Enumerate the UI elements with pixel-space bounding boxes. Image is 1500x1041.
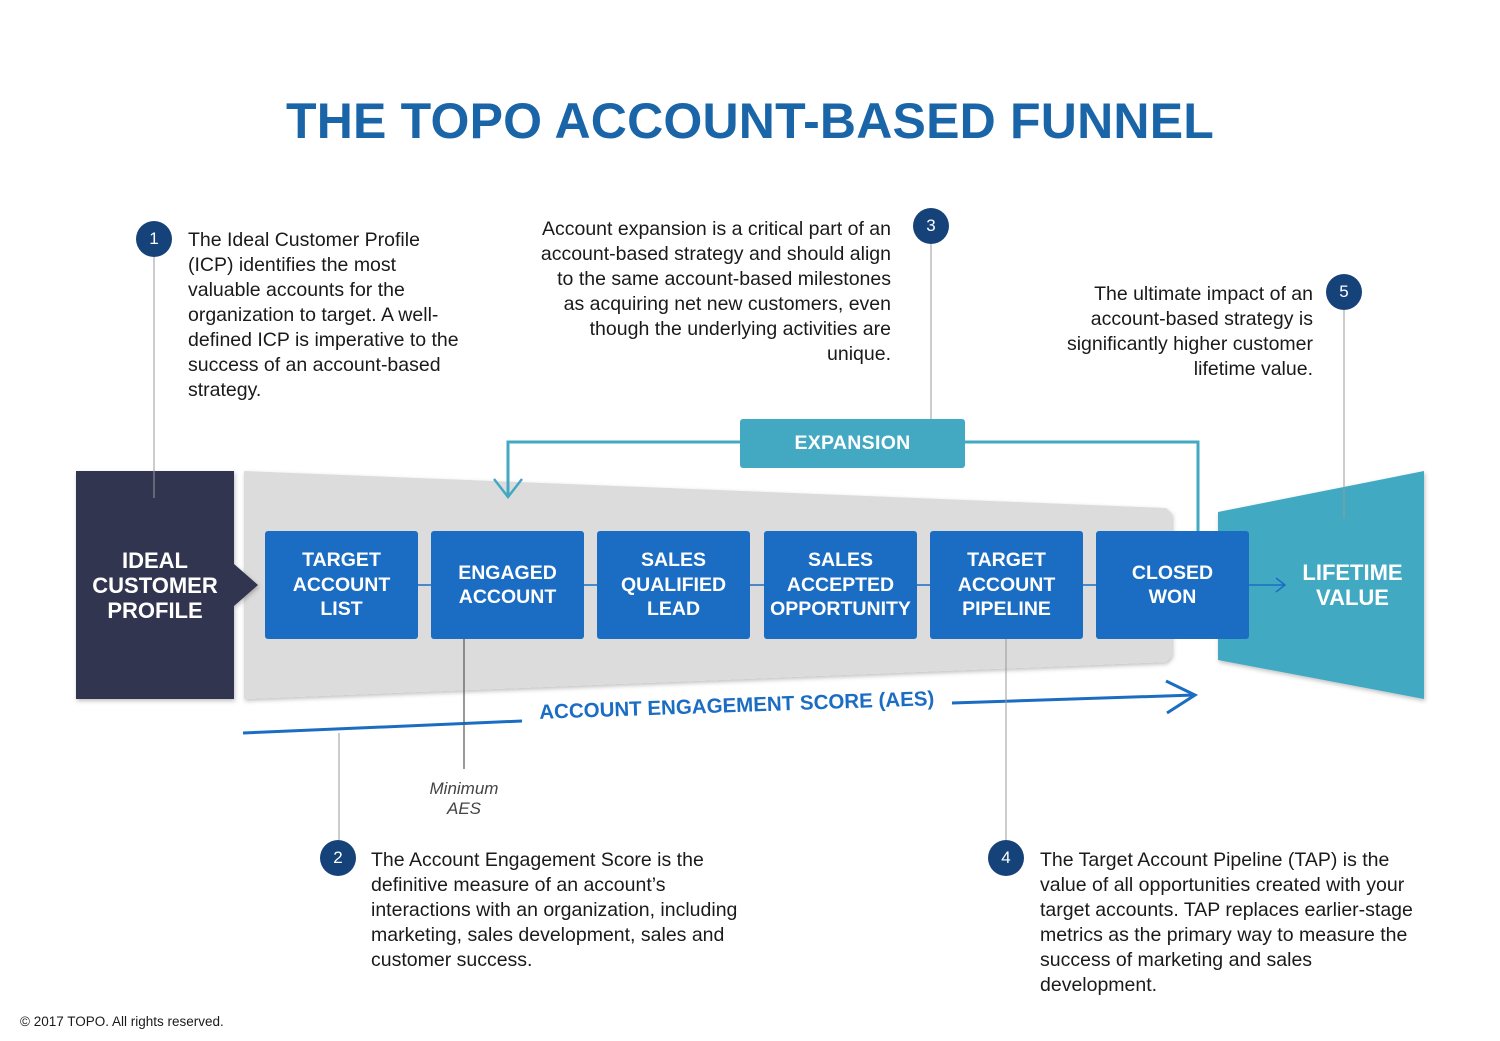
note-1-text: The Ideal Customer Profile (ICP) identif… (188, 229, 459, 401)
minimum-aes-label: Minimum AES (429, 779, 499, 818)
note-3-badge: 3 (913, 208, 949, 244)
leader-lines (153, 244, 1345, 840)
note-5-text: The ultimate impact of an account-based … (1066, 283, 1313, 380)
expansion-loop (493, 440, 1200, 531)
stage-sales-qualified-lead: SALES QUALIFIED LEAD (597, 531, 750, 639)
note-5-badge: 5 (1326, 274, 1362, 310)
copyright: © 2017 TOPO. All rights reserved. (20, 1014, 224, 1029)
icp-block (76, 471, 258, 699)
note-2-text: The Account Engagement Score is the defi… (371, 849, 738, 971)
note-2-badge: 2 (320, 840, 356, 876)
stage-target-account-pipeline: TARGET ACCOUNT PIPELINE (930, 531, 1083, 639)
lifetime-value-block (1218, 471, 1424, 699)
note-4-text: The Target Account Pipeline (TAP) is the… (1040, 849, 1413, 996)
stage-target-account-list: TARGET ACCOUNT LIST (265, 531, 418, 639)
closed-won-to-ltv-arrow (1249, 577, 1287, 593)
note-4-badge: 4 (988, 840, 1024, 876)
expansion-box: EXPANSION (740, 419, 965, 468)
stage-closed-won: CLOSED WON (1096, 531, 1249, 639)
lifetime-value-label: LIFETIME VALUE (1302, 560, 1403, 610)
aes-score-arrow (242, 679, 1199, 735)
stage-engaged-account: ENGAGED ACCOUNT (431, 531, 584, 639)
icp-label: IDEAL CUSTOMER PROFILE (92, 547, 218, 623)
note-3-text: Account expansion is a critical part of … (540, 218, 891, 365)
page-title: THE TOPO ACCOUNT-BASED FUNNEL (285, 93, 1215, 149)
stage-sales-accepted-opportunity: SALES ACCEPTED OPPORTUNITY (764, 531, 917, 639)
aes-label: ACCOUNT ENGAGEMENT SCORE (AES) (539, 687, 935, 724)
note-1-badge: 1 (136, 221, 172, 257)
